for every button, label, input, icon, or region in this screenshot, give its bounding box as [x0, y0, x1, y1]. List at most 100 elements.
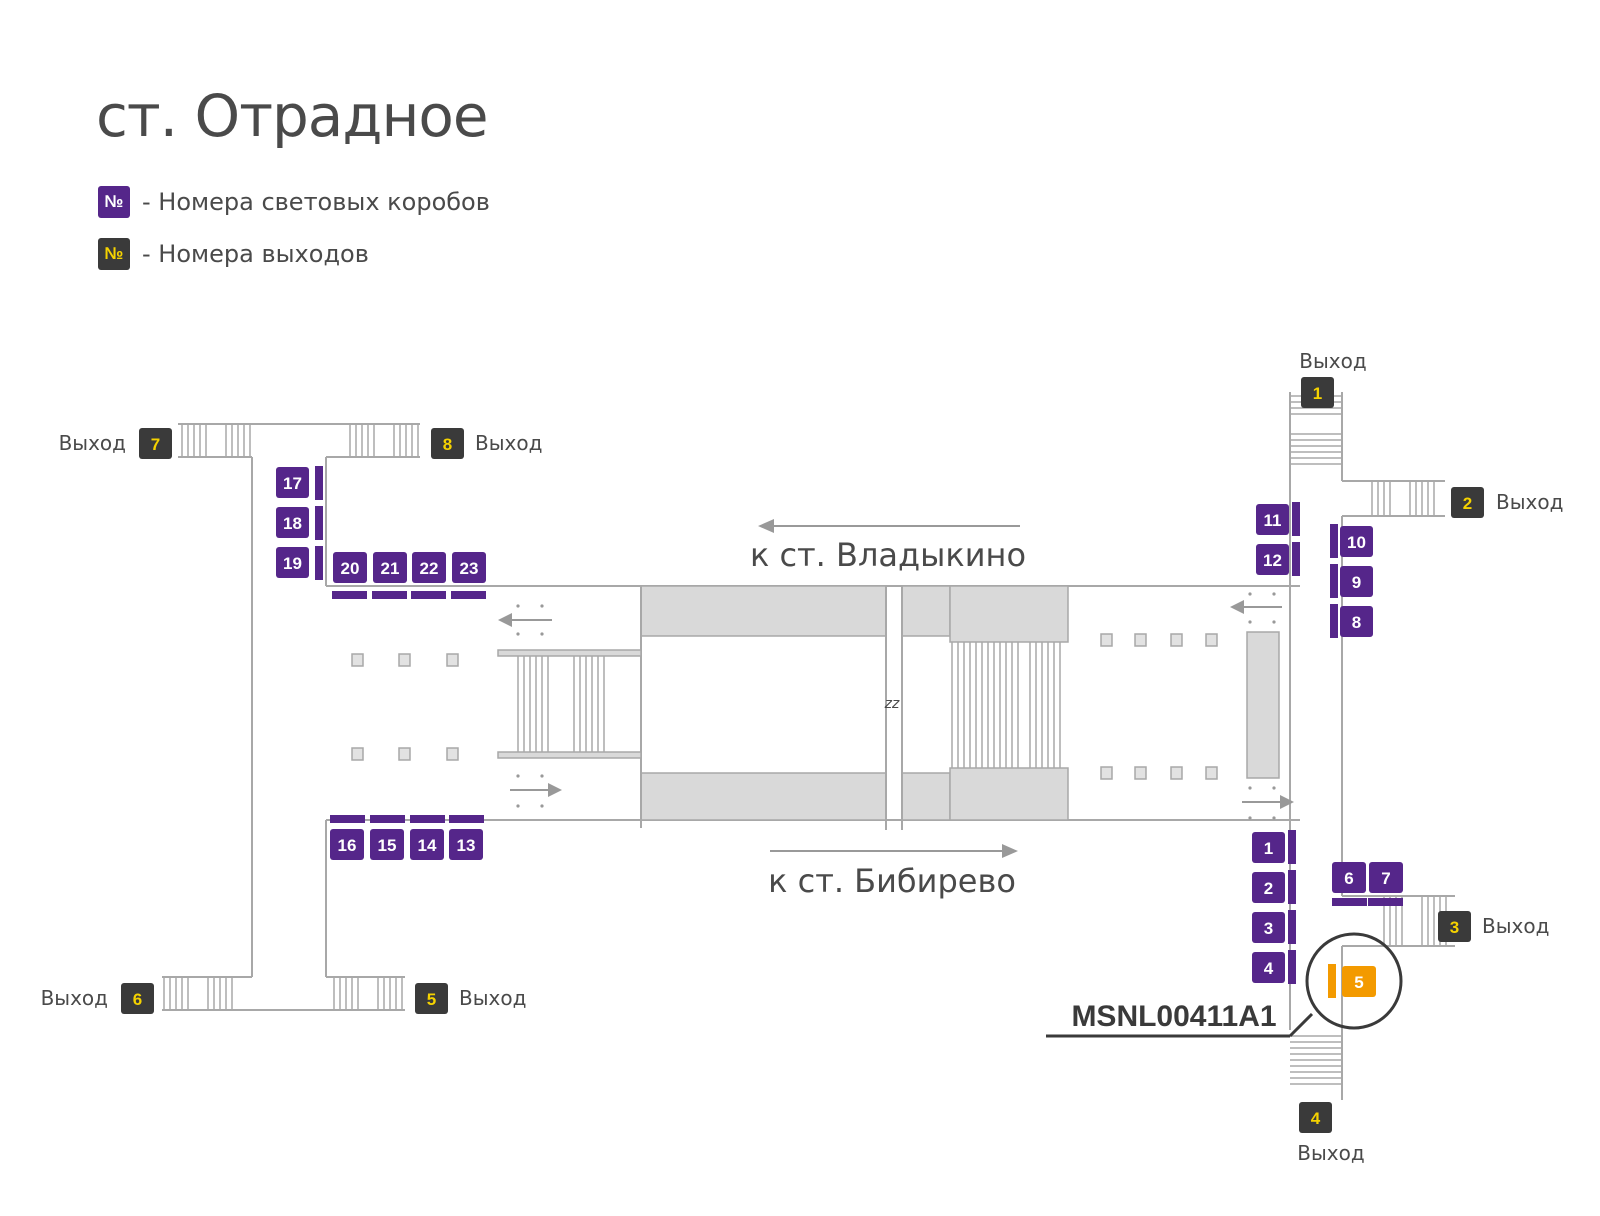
stairs-exit-2 [1371, 481, 1435, 516]
svg-text:2: 2 [1463, 494, 1472, 513]
lightbox-2: 2 [1252, 872, 1285, 903]
lightbox-11: 11 [1256, 504, 1289, 535]
exit-6: 6 [121, 983, 154, 1014]
exit-4-label: Выход [1297, 1141, 1364, 1165]
svg-text:16: 16 [338, 836, 357, 855]
lightbox-15: 15 [370, 829, 404, 860]
svg-text:4: 4 [1264, 959, 1274, 978]
legend-lightbox: № - Номера световых коробов [98, 186, 490, 218]
exit-6-label: Выход [41, 986, 108, 1010]
lightbox-13: 13 [449, 829, 483, 860]
exit-3-label: Выход [1482, 914, 1549, 938]
exit-2-label: Выход [1496, 490, 1563, 514]
highlight-circle [1305, 932, 1403, 1030]
svg-text:6: 6 [133, 990, 142, 1009]
lightbox-8: 8 [1340, 606, 1373, 637]
svg-text:5: 5 [427, 990, 436, 1009]
left-escalators [517, 656, 605, 752]
lightbox-18: 18 [276, 507, 309, 538]
lightbox-5-highlighted: 5 [1342, 966, 1376, 997]
svg-text:7: 7 [151, 435, 160, 454]
lightbox-21: 21 [373, 552, 407, 583]
lightbox-12: 12 [1256, 544, 1289, 575]
stairs-exit-6 [163, 977, 233, 1010]
exit-3: 3 [1438, 911, 1471, 942]
corridor-block [949, 767, 1069, 821]
lightbox-4: 4 [1252, 952, 1285, 983]
platform-area: zz к ст. Владыкино к ст. [351, 519, 1294, 900]
highlight-callout: MSNL00411A1 [1046, 932, 1403, 1038]
exit-8-label: Выход [475, 431, 542, 455]
corridor-block [901, 772, 951, 821]
lightbox-3: 3 [1252, 912, 1285, 943]
exit-8: 8 [431, 428, 464, 459]
lightbox-strips [315, 466, 1403, 984]
legend-exit-symbol: № [98, 238, 130, 270]
svg-text:13: 13 [457, 836, 476, 855]
exit-2: 2 [1451, 487, 1484, 518]
flow-arrows [498, 600, 1294, 809]
right-escalators [951, 642, 1061, 768]
legend-lightbox-text: - Номера световых коробов [142, 188, 490, 216]
legend-exit-text: - Номера выходов [142, 240, 369, 268]
svg-text:1: 1 [1313, 384, 1322, 403]
pillars [351, 633, 1218, 780]
direction-arrows [758, 519, 1020, 858]
exit-1: 1 [1301, 377, 1334, 408]
svg-text:21: 21 [381, 559, 400, 578]
corridor-block [640, 772, 887, 821]
exit-7: 7 [139, 428, 172, 459]
stairs-exit-7 [181, 424, 251, 457]
svg-text:23: 23 [460, 559, 479, 578]
lightbox-20: 20 [333, 552, 367, 583]
flow-dots [516, 592, 1276, 820]
stairs-exit-4 [1290, 1035, 1342, 1085]
lightbox-badges: 17 18 19 20 21 22 23 16 15 14 13 11 12 1… [276, 467, 1403, 997]
corridor-block [640, 585, 887, 637]
lightbox-1: 1 [1252, 832, 1285, 863]
svg-text:19: 19 [283, 554, 302, 573]
svg-text:6: 6 [1344, 869, 1353, 888]
svg-text:4: 4 [1311, 1109, 1321, 1128]
highlight-code: MSNL00411A1 [1071, 1000, 1276, 1033]
svg-text:15: 15 [378, 836, 397, 855]
stairs-exit-5 [333, 977, 403, 1010]
stairs [163, 395, 1447, 1085]
break-mark: zz [884, 696, 900, 712]
map-break [885, 586, 903, 830]
svg-text:7: 7 [1381, 869, 1390, 888]
svg-text:1: 1 [1264, 839, 1273, 858]
station-title: ст. Отрадное [96, 82, 489, 150]
lightbox-6: 6 [1332, 862, 1366, 893]
escalator-block [1246, 631, 1280, 779]
direction-label-vladykino: к ст. Владыкино [750, 536, 1026, 574]
lightbox-19: 19 [276, 547, 309, 578]
lightbox-22: 22 [412, 552, 446, 583]
exit-7-label: Выход [59, 431, 126, 455]
svg-text:5: 5 [1354, 973, 1363, 992]
lightbox-16: 16 [330, 829, 364, 860]
svg-text:17: 17 [283, 474, 302, 493]
lightbox-7: 7 [1369, 862, 1403, 893]
svg-text:3: 3 [1450, 918, 1459, 937]
svg-text:9: 9 [1352, 573, 1361, 592]
corridor-block [901, 585, 951, 637]
svg-text:22: 22 [420, 559, 439, 578]
direction-label-bibirevo: к ст. Бибирево [768, 862, 1016, 900]
svg-text:10: 10 [1347, 533, 1366, 552]
exit-labels: Выход Выход Выход Выход Выход Выход Выхо… [41, 349, 1564, 1165]
lightbox-9: 9 [1340, 566, 1373, 597]
svg-text:11: 11 [1264, 511, 1282, 530]
svg-text:14: 14 [418, 836, 437, 855]
exit-markers: 1 2 3 4 5 6 7 8 [121, 377, 1484, 1133]
lightbox-14: 14 [410, 829, 444, 860]
svg-text:2: 2 [1264, 879, 1273, 898]
exit-5: 5 [415, 983, 448, 1014]
svg-text:8: 8 [1352, 613, 1361, 632]
svg-text:18: 18 [283, 514, 302, 533]
legend-exit: № - Номера выходов [98, 238, 369, 270]
svg-text:3: 3 [1264, 919, 1273, 938]
exit-4: 4 [1299, 1102, 1332, 1133]
highlight-strip [1328, 964, 1336, 998]
